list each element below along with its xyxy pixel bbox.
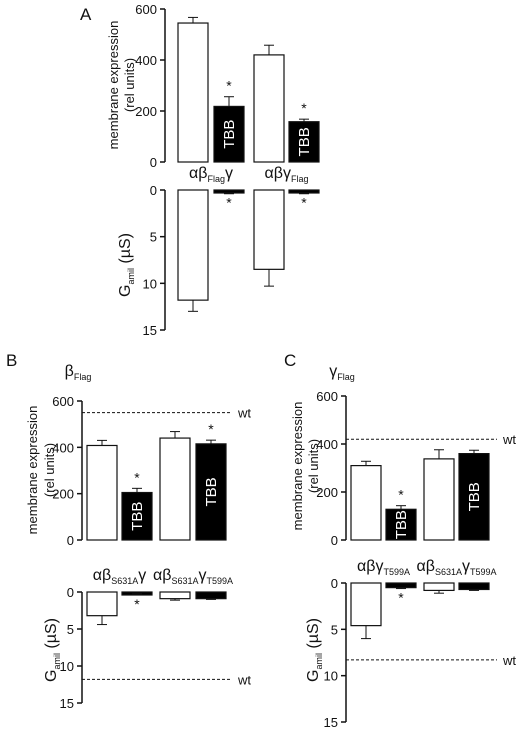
bar-label-tbb: TBB xyxy=(296,127,313,156)
bar xyxy=(195,443,227,541)
y-tick-label: 0 xyxy=(67,585,74,600)
bar xyxy=(159,591,191,600)
y-axis-label: membrane expression xyxy=(106,21,121,150)
group-label: αβS631AγT599A xyxy=(153,567,233,586)
bar xyxy=(213,189,245,194)
y-tick-label: 0 xyxy=(331,533,338,548)
significance-marker: * xyxy=(301,100,307,116)
y-tick-label: 0 xyxy=(331,576,338,591)
y-tick-label: 600 xyxy=(52,394,74,409)
bar xyxy=(423,582,455,592)
panel-label-b: B xyxy=(6,351,17,370)
y-tick-label: 400 xyxy=(52,440,74,455)
bar xyxy=(385,582,417,589)
significance-marker: * xyxy=(134,469,140,485)
y-tick-label: 200 xyxy=(52,487,74,502)
wt-reference-label: wt xyxy=(502,653,516,668)
bar xyxy=(159,437,191,541)
y-axis-label-units: (rel units) xyxy=(122,58,137,112)
panel-header: γFlag xyxy=(329,363,355,382)
significance-marker: * xyxy=(226,195,232,211)
y-axis-label: membrane expression xyxy=(290,402,305,531)
y-tick-label: 10 xyxy=(324,669,338,684)
y-tick-label: 5 xyxy=(331,622,338,637)
y-axis-label-units: (rel units) xyxy=(306,439,321,493)
significance-marker: * xyxy=(398,487,404,503)
y-tick-label: 600 xyxy=(135,2,157,17)
significance-marker: * xyxy=(208,421,214,437)
bar xyxy=(253,54,285,163)
bar-label-tbb: TBB xyxy=(203,477,220,506)
bar xyxy=(385,508,417,541)
y-tick-label: 5 xyxy=(150,230,157,245)
significance-marker: * xyxy=(226,78,232,94)
y-axis-label: Gamil (µS) xyxy=(43,618,62,682)
y-tick-label: 15 xyxy=(60,696,74,711)
y-tick-label: 600 xyxy=(316,389,338,404)
bar xyxy=(350,582,382,627)
bar xyxy=(253,189,285,270)
panel-header: βFlag xyxy=(65,363,92,382)
bar xyxy=(350,465,382,541)
significance-marker: * xyxy=(398,590,404,606)
y-tick-label: 0 xyxy=(150,183,157,198)
y-tick-label: 15 xyxy=(143,323,157,338)
y-axis-label-units: (rel units) xyxy=(42,443,57,497)
bar-label-tbb: TBB xyxy=(221,120,238,149)
bar xyxy=(288,189,320,194)
y-tick-label: 0 xyxy=(150,155,157,170)
y-tick-label: 10 xyxy=(60,659,74,674)
panel-label-c: C xyxy=(284,351,296,370)
wt-reference-label: wt xyxy=(502,432,516,447)
y-tick-label: 200 xyxy=(135,104,157,119)
bar xyxy=(177,189,209,301)
y-tick-label: 400 xyxy=(316,437,338,452)
y-tick-label: 5 xyxy=(67,622,74,637)
bar xyxy=(423,458,455,541)
y-axis-label: membrane expression xyxy=(25,406,40,535)
group-label: αβS631AγT599A xyxy=(416,558,496,577)
panel-label-a: A xyxy=(80,5,92,24)
wt-reference-label: wt xyxy=(237,672,251,687)
group-label: αβγT599A xyxy=(357,558,410,577)
bar xyxy=(121,491,153,541)
bar xyxy=(458,582,490,591)
bar xyxy=(195,591,227,600)
bar-label-tbb: TBB xyxy=(393,510,410,539)
significance-marker: * xyxy=(134,596,140,612)
y-axis-label: Gamil (µS) xyxy=(305,618,324,682)
y-tick-label: 10 xyxy=(143,276,157,291)
bar xyxy=(288,121,320,163)
bar xyxy=(213,105,245,163)
group-label: αβγFlag xyxy=(265,165,309,184)
bar xyxy=(86,591,118,617)
wt-reference-label: wt xyxy=(237,406,251,421)
group-label: αβFlagγ xyxy=(189,165,233,184)
bar xyxy=(86,444,118,541)
bar-label-tbb: TBB xyxy=(129,502,146,531)
y-tick-label: 15 xyxy=(324,715,338,730)
y-tick-label: 0 xyxy=(67,533,74,548)
group-label: αβS631Aγ xyxy=(93,567,146,586)
y-tick-label: 200 xyxy=(316,485,338,500)
bar-label-tbb: TBB xyxy=(466,482,483,511)
bar xyxy=(177,22,209,163)
y-tick-label: 400 xyxy=(135,53,157,68)
significance-marker: * xyxy=(301,195,307,211)
y-axis-label: Gamil (µS) xyxy=(117,233,136,297)
